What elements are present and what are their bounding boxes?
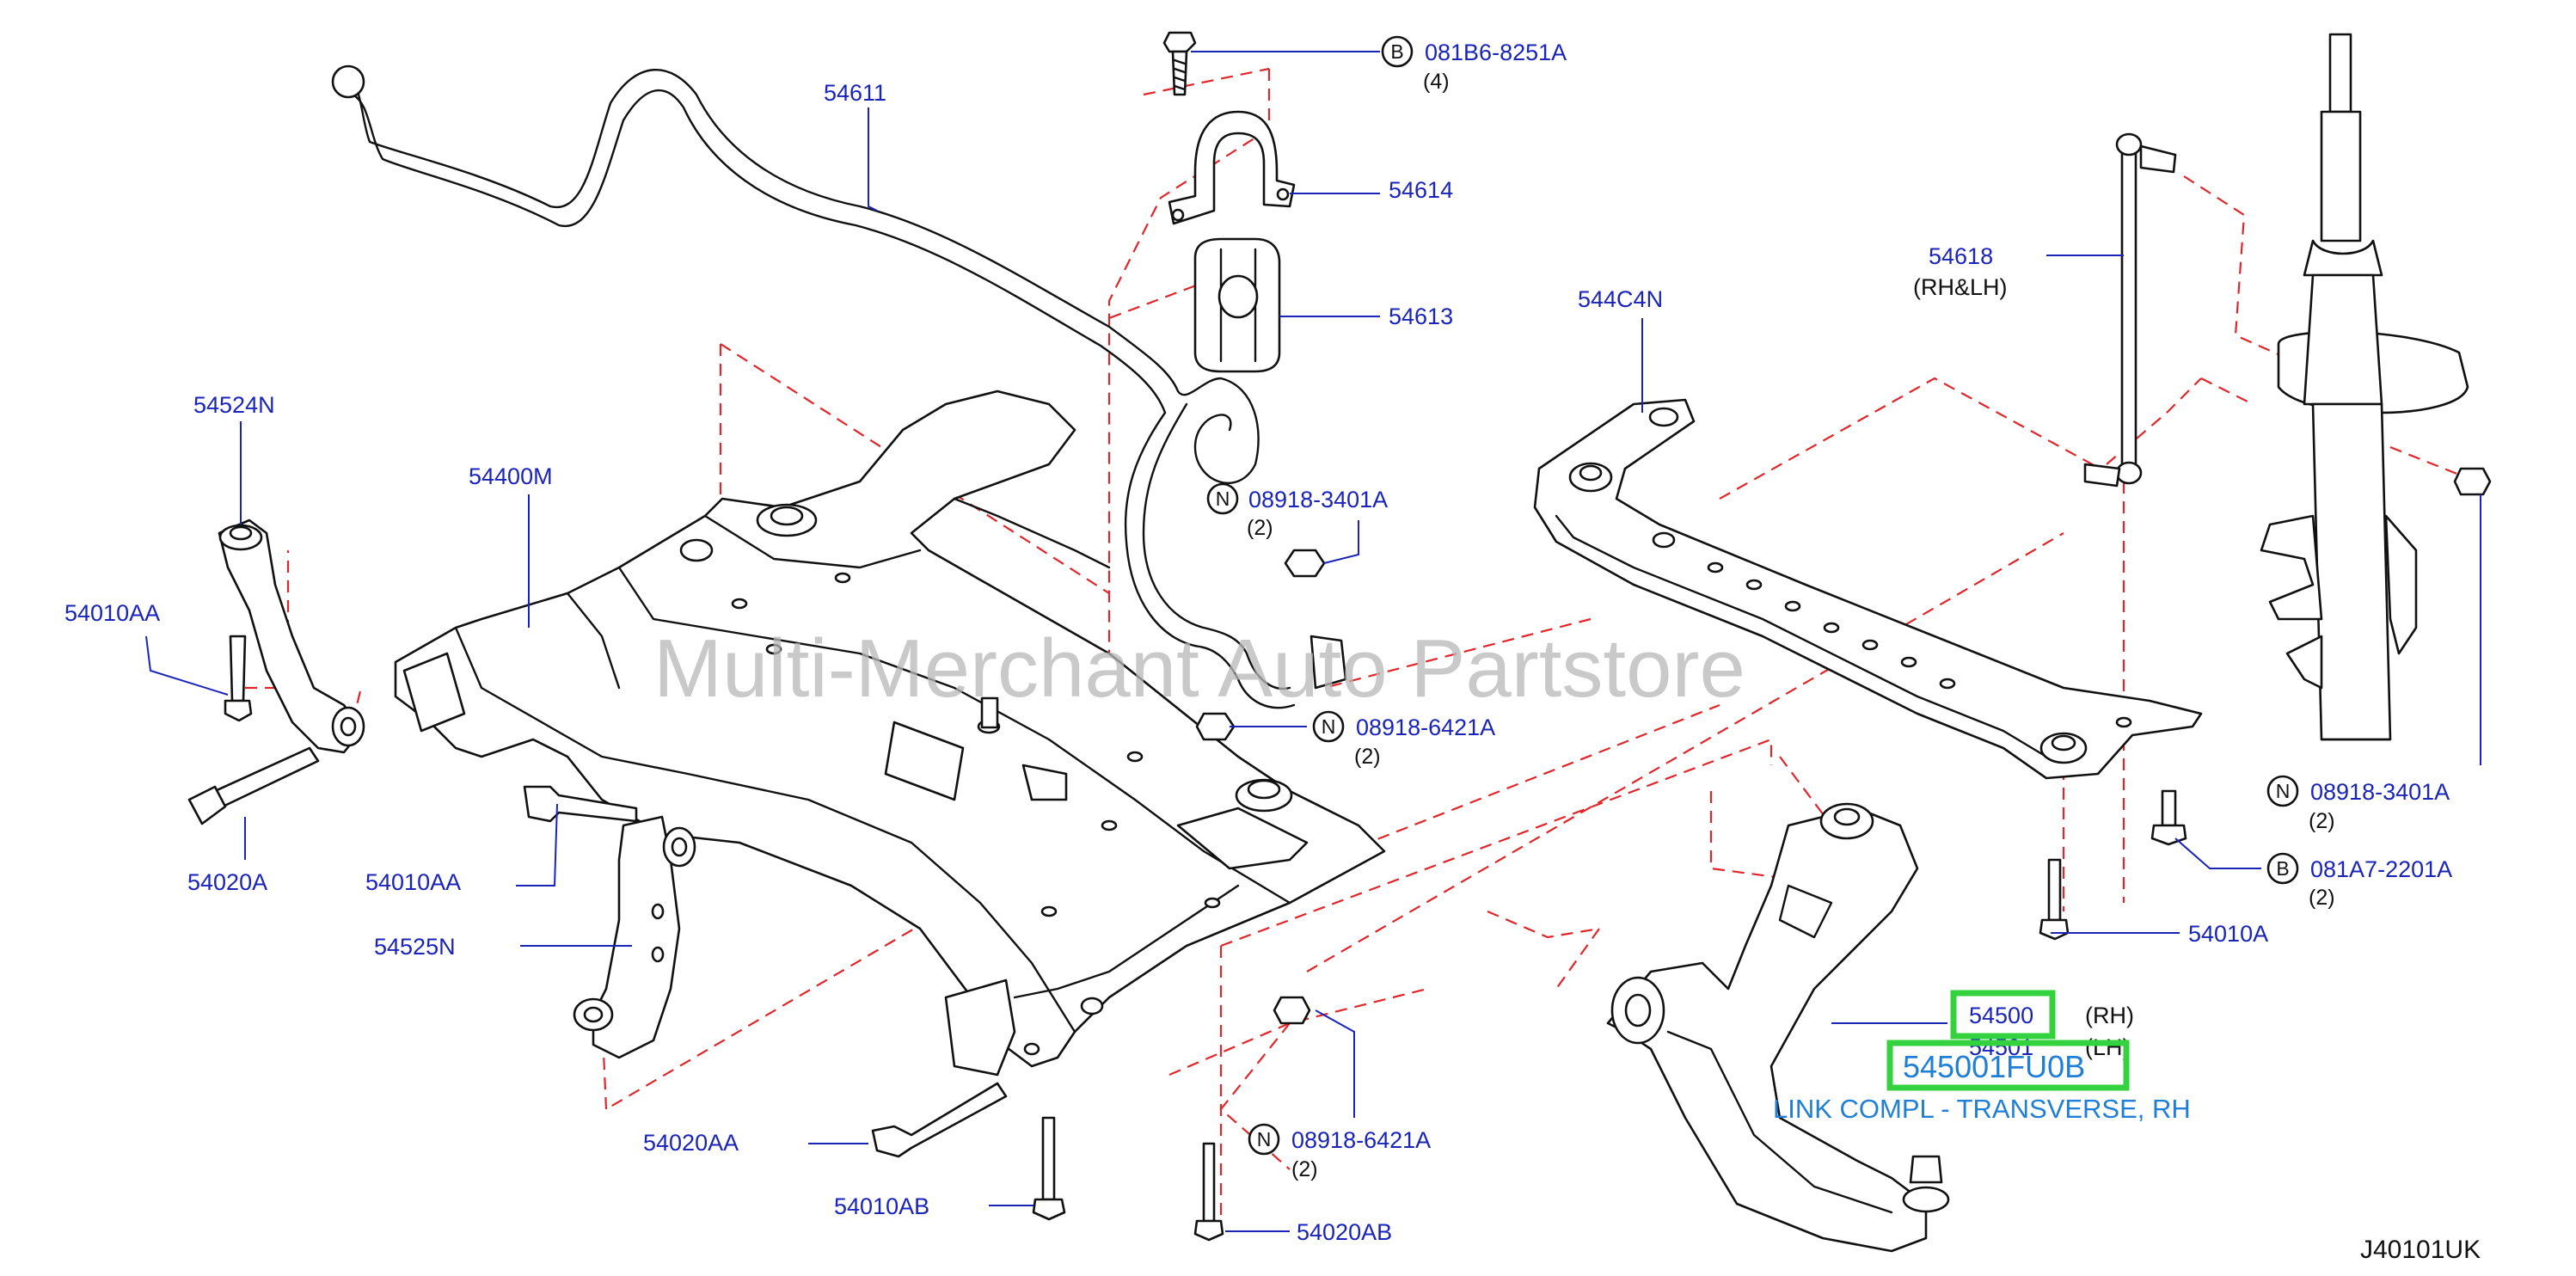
member-544C4N [1533,398,2203,780]
highlighted-part-number[interactable]: 545001FU0B [1903,1049,2085,1084]
fastener-qty: (2) [1247,516,1273,540]
bolt-081B6-8251A [1162,31,1197,96]
callout-54500-note: (RH) [2085,1003,2134,1028]
callout-54613: 54613 [1389,304,1453,329]
fastener-symbol: B [1390,40,1403,63]
callout-544C4N: 544C4N [1578,286,1663,312]
watermark: Multi-Merchant Auto Partstore [653,623,1745,715]
transverse-link-54500 [1606,802,1950,1253]
fastener-081A7-2201A: B 081A7-2201A (2) [2266,852,2452,910]
callout-54010AA-mid: 54010AA [365,869,461,895]
callout-54501: 54501 [1969,1034,2033,1060]
callout-54524N: 54524N [193,392,275,418]
callout-54614: 54614 [1389,177,1453,203]
callout-labels: 54611 54614 54613 54524N 54400M 54010AA … [64,35,2452,1245]
callout-54500[interactable]: 54500 [1969,1003,2033,1028]
fastener-08918-3401A-right: N 08918-3401A (2) [2266,775,2450,833]
callout-54400M: 54400M [469,463,553,489]
highlight-box-54500 [1950,990,2056,1040]
bracket-54524N [218,518,365,754]
callout-54618-note: (RH&LH) [1913,274,2008,300]
callout-54618: 54618 [1929,243,1993,269]
fastener-081B6-8251A: B 081B6-8251A (4) [1381,35,1567,94]
fastener-symbol: N [1322,715,1336,738]
front-subframe-54400M [394,390,1386,1077]
callout-54020AB: 54020AB [1297,1219,1392,1245]
highlighted-part-description: LINK COMPL - TRANSVERSE, RH [1773,1094,2191,1124]
diagram-code: J40101UK [2360,1236,2481,1264]
fastener-part-number: 08918-3401A [2310,779,2450,805]
fastener-part-number: 081B6-8251A [1425,40,1567,65]
fastener-08918-6421A-bottom: N 08918-6421A (2) [1248,1123,1431,1181]
callout-54020AA: 54020AA [643,1130,739,1156]
callout-54525N: 54525N [374,934,456,960]
stabilizer-bushing-54613 [1193,237,1281,373]
stabilizer-bar-54611 [331,64,1347,709]
callout-54010AA-left: 54010AA [64,600,160,626]
fastener-qty: (4) [1423,70,1450,94]
fastener-part-number: 08918-3401A [1248,487,1388,512]
fastener-symbol: N [1257,1128,1272,1150]
highlight-box-part-number [1886,1040,2130,1091]
fastener-symbol: B [2276,857,2289,880]
fastener-qty: (2) [1291,1157,1318,1181]
bracket-54525N [573,815,696,1059]
fastener-qty: (2) [2309,809,2335,833]
stabilizer-link-54618 [2083,132,2177,488]
fastener-symbol: N [2276,780,2291,802]
callout-54501-note: (LH) [2085,1034,2131,1060]
fastener-08918-3401A-top: N 08918-3401A (2) [1206,482,1388,540]
fastener-symbol: N [1216,488,1230,510]
callout-54010A: 54010A [2188,921,2268,947]
strut-assembly [2260,33,2469,741]
fastener-part-number: 081A7-2201A [2310,856,2452,882]
callout-54010AB: 54010AB [834,1193,929,1219]
hardware-bolts [187,467,2492,1242]
callout-54611: 54611 [824,80,886,106]
fastener-part-number: 08918-6421A [1356,715,1495,740]
leader-lines [145,51,2481,1232]
fastener-08918-6421A-mid: N 08918-6421A (2) [1312,710,1495,769]
stabilizer-bushing-clamp-54614 [1168,110,1296,225]
fastener-qty: (2) [2309,886,2335,910]
callout-54020A: 54020A [187,869,267,895]
fastener-part-number: 08918-6421A [1291,1127,1431,1153]
fastener-qty: (2) [1354,745,1381,769]
